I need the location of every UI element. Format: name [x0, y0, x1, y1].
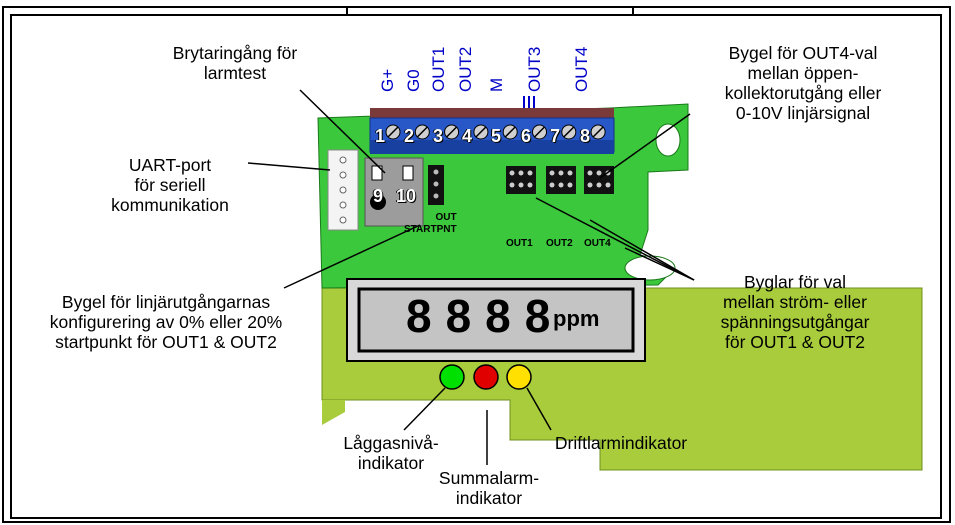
terminal-label-out2: OUT2 [456, 46, 475, 92]
terminal-number-5: 5 [491, 126, 502, 146]
terminal-label-out1: OUT1 [429, 46, 448, 92]
inner-frame [10, 14, 942, 519]
line-out4 [599, 113, 691, 179]
jumper-pin [509, 182, 515, 188]
callout-alarm-test: Brytaringång för larmtest [172, 43, 298, 83]
terminal-label-m: M [487, 77, 506, 92]
uart-pin [339, 216, 347, 224]
terminal-number-3: 3 [433, 126, 444, 146]
jumper-pin [605, 182, 611, 188]
terminal-label-out3: OUT3 [525, 46, 544, 92]
led-red [473, 364, 499, 390]
terminal-number-4: 4 [462, 126, 473, 146]
callout-lines [247, 89, 695, 465]
callout-uart: UART-port för seriell kommunikation [111, 155, 229, 215]
line-low-gas [403, 387, 446, 431]
jumper-pin [596, 170, 602, 176]
uart-pin [339, 156, 347, 164]
terminal-screws [385, 124, 606, 140]
terminal-number-2: 2 [404, 126, 415, 146]
jumper-pin [527, 170, 533, 176]
screw-slot [533, 126, 546, 138]
line-cv-2 [589, 219, 695, 281]
line-cv-3 [624, 247, 695, 281]
jumper-pin [527, 182, 533, 188]
frame-divider [632, 6, 634, 16]
jumper-pin [433, 193, 439, 199]
enclosure-bottom-cut [322, 400, 345, 425]
line-operation [526, 387, 552, 431]
terminal-number-8: 8 [580, 126, 591, 146]
outer-frame [2, 6, 951, 523]
callout-low-gas: Låggasnivå- indikator [343, 433, 439, 473]
screw-slot [387, 126, 399, 138]
uart-pin [339, 171, 347, 179]
terminal-number-7: 7 [550, 126, 561, 146]
jumper-pin [567, 170, 573, 176]
terminal-label-out4: OUT4 [572, 46, 591, 92]
uart-pin [339, 201, 347, 209]
jumper-pin [509, 170, 515, 176]
pcb-mount-hole [655, 123, 681, 157]
jumper-pin [558, 170, 564, 176]
led-green [439, 364, 465, 390]
line-cv-1 [535, 197, 695, 281]
jumper-pin [567, 182, 573, 188]
screw-slot [416, 126, 428, 138]
jumper-pin [587, 170, 593, 176]
jumper-pin [596, 182, 602, 188]
display-value: 8888 [406, 290, 565, 342]
jumper-pin [518, 182, 524, 188]
jumper-number-10: 10 [396, 186, 417, 206]
terminal-block-top [370, 108, 614, 118]
out2-group-label: OUT2 [546, 238, 573, 249]
terminal-number-1: 1 [375, 126, 386, 146]
jumper-pin [433, 169, 439, 175]
screw-slot [475, 126, 487, 138]
frame-divider [346, 6, 348, 16]
jumper-pin [433, 181, 439, 187]
terminal-label-g0: G0 [404, 69, 423, 92]
line-startpoint [283, 224, 421, 289]
switch-contact-10 [402, 165, 414, 181]
jumper-pin [587, 182, 593, 188]
callout-out4-jumper: Bygel för OUT4-val mellan öppen- kollekt… [724, 43, 882, 123]
jumper-pin [549, 182, 555, 188]
screw-slot [563, 126, 575, 138]
led-yellow [506, 364, 532, 390]
screw-slot [446, 126, 458, 138]
switch-screw [370, 194, 386, 210]
screw-slot [504, 126, 516, 138]
callout-operation-alarm: Driftlarmindikator [554, 433, 688, 453]
jumper-group-out1 [506, 166, 536, 194]
jumper-pin [549, 170, 555, 176]
jumper-group-out4 [584, 166, 614, 194]
display-unit: ppm [553, 306, 600, 331]
jumper-pin [558, 182, 564, 188]
out1-group-label: OUT1 [506, 238, 533, 249]
terminal-number-6: 6 [521, 126, 532, 146]
line-uart [247, 162, 331, 171]
terminal-block-base [370, 140, 614, 154]
uart-pin [339, 186, 347, 194]
callout-startpoint: Bygel för linjärutgångarnas konfigurerin… [49, 292, 283, 352]
screw-slot [592, 126, 604, 138]
jumper-group-out2 [546, 166, 576, 194]
callout-sum-alarm: Summalarm- indikator [438, 468, 540, 508]
out-startpnt-label: OUT STARTPNT [404, 212, 457, 235]
callout-current-voltage: Byglar för val mellan ström- eller spänn… [720, 272, 870, 352]
display-window [357, 287, 635, 353]
jumper-pin [518, 170, 524, 176]
out4-group-label: OUT4 [584, 238, 611, 249]
terminal-label-g-plus: G+ [378, 68, 397, 92]
jumper-number-9: 9 [373, 186, 384, 206]
line-alarm-test [299, 89, 386, 174]
